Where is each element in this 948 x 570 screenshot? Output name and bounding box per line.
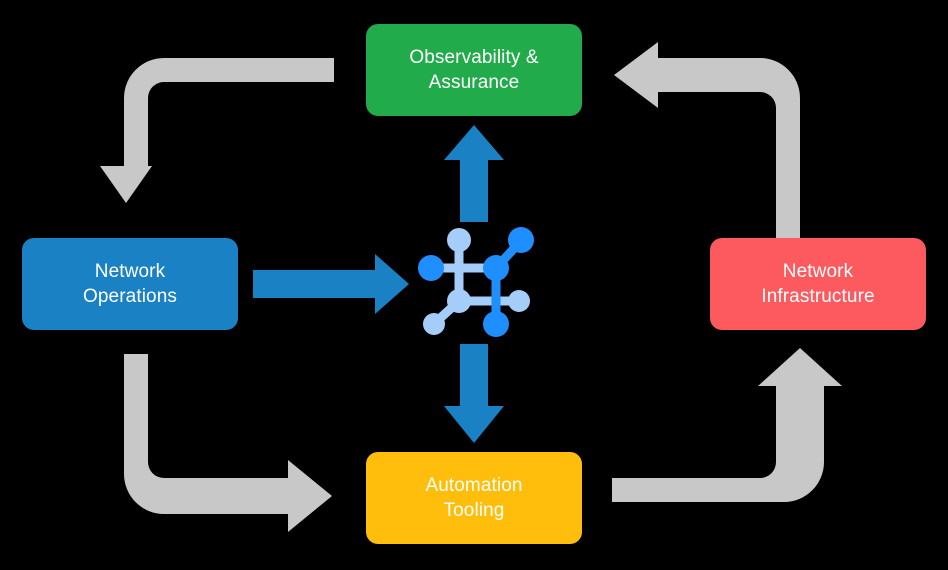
arrow-observability-to-operations [100,58,334,203]
node-operations-label: Network Operations [83,260,177,307]
arrow-operations-to-center [253,254,409,314]
node-network-operations[interactable]: Network Operations [22,238,238,330]
node-automation-tooling[interactable]: Automation Tooling [366,452,582,544]
node-automation-label: Automation Tooling [425,474,523,521]
node-network-infrastructure[interactable]: Network Infrastructure [710,238,926,330]
arrow-center-to-observability [444,125,504,222]
arrow-center-to-automation [444,344,504,443]
node-infrastructure-label: Network Infrastructure [761,260,875,307]
node-observability-assurance[interactable]: Observability & Assurance [366,24,582,116]
network-topology-icon [418,227,534,337]
arrow-automation-to-infrastructure [612,348,842,502]
node-observability-label: Observability & Assurance [409,46,539,93]
arrow-operations-to-automation [124,354,332,532]
arrow-infrastructure-to-observability [614,42,800,238]
